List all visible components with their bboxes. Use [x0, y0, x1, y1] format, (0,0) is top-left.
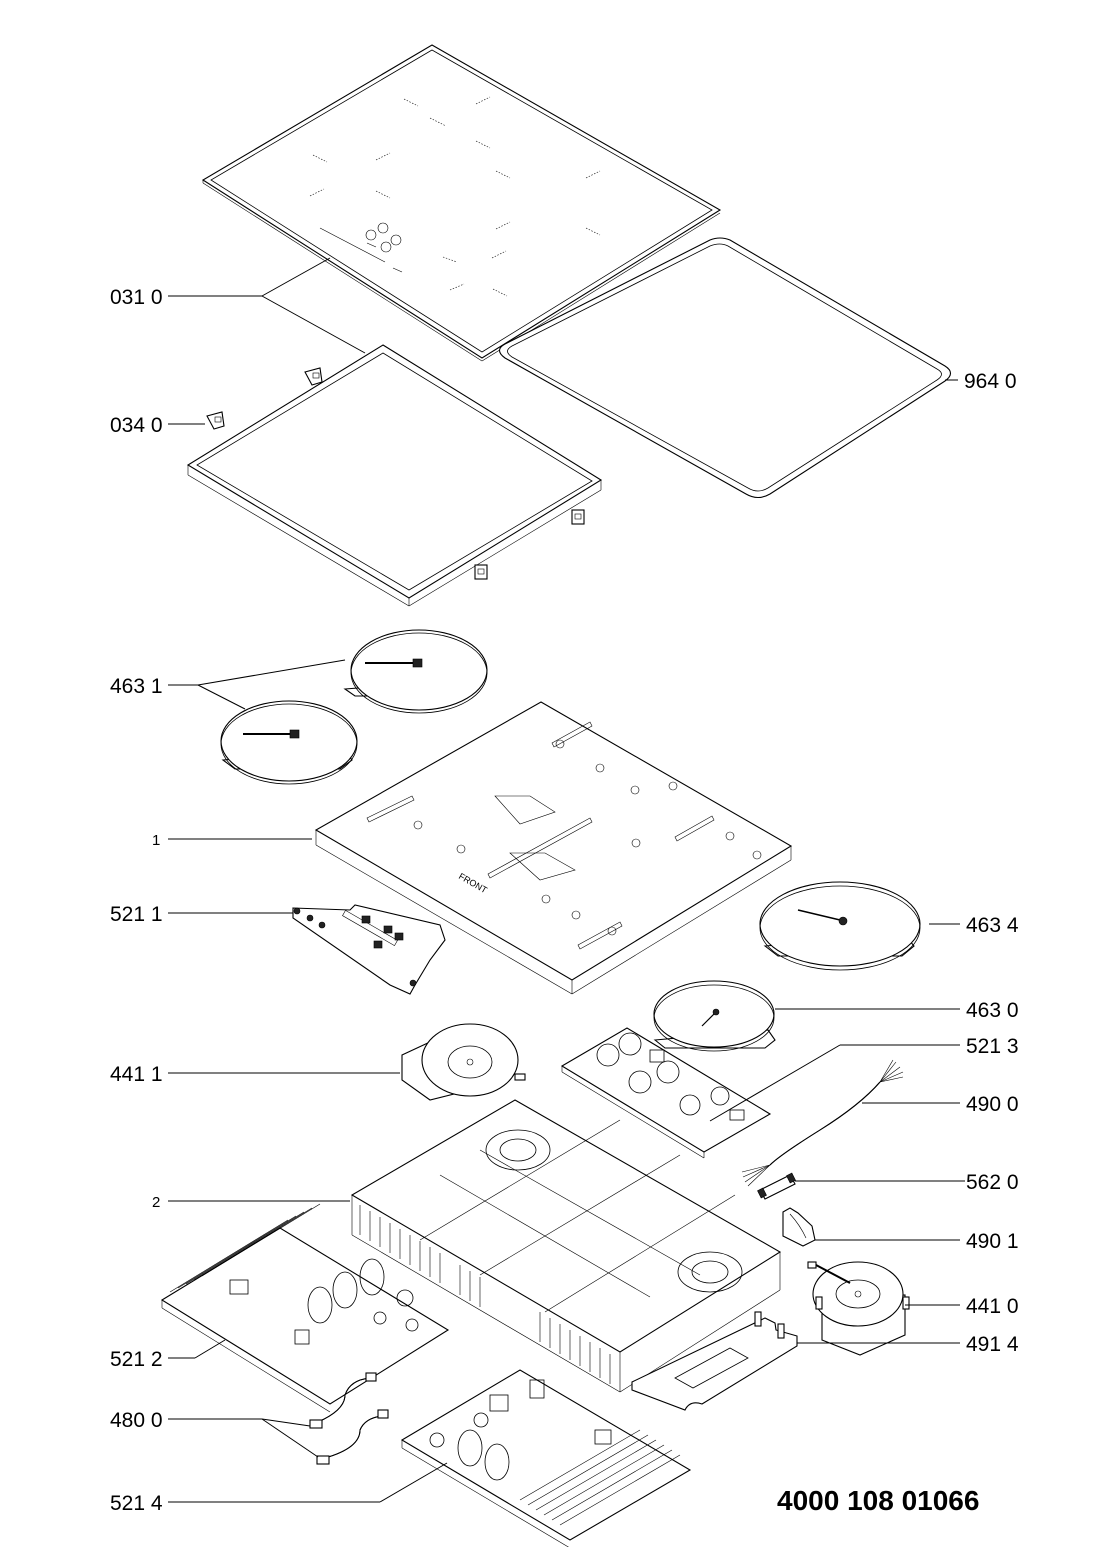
label-490-1: 490 1: [966, 1230, 1019, 1253]
part-induction-coil-small[interactable]: [653, 980, 776, 1052]
label-521-4: 521 4: [110, 1492, 163, 1515]
part-power-board-2[interactable]: [160, 1203, 450, 1413]
part-induction-coil-large[interactable]: [759, 881, 921, 971]
clip-3: [571, 509, 585, 525]
clip-1: [304, 367, 323, 386]
label-491-4: 491 4: [966, 1333, 1019, 1356]
label-562-0: 562 0: [966, 1171, 1019, 1194]
label-964-0: 964 0: [964, 370, 1017, 393]
document-number: 4000 108 01066: [777, 1485, 979, 1516]
label-034-0: 034 0: [110, 414, 163, 437]
part-fuse[interactable]: [757, 1172, 796, 1200]
part-frame[interactable]: [186, 344, 603, 607]
touch-control-panel: [319, 222, 403, 273]
label-1: 1: [152, 832, 160, 849]
part-control-board[interactable]: [292, 904, 446, 995]
part-sealing-gasket[interactable]: [498, 237, 952, 499]
part-cable-clamp[interactable]: [782, 1207, 816, 1247]
label-441-0: 441 0: [966, 1295, 1019, 1318]
label-031-0: 031 0: [110, 286, 163, 309]
part-cooling-fan-0[interactable]: [807, 1261, 910, 1356]
label-463-4: 463 4: [966, 914, 1019, 937]
part-filter-board[interactable]: [560, 1027, 772, 1159]
coil-lower: [220, 700, 358, 785]
part-support-chassis[interactable]: FRONT: [314, 701, 793, 995]
label-480-0: 480 0: [110, 1409, 163, 1432]
label-521-3: 521 3: [966, 1035, 1019, 1058]
part-ribbon-cables[interactable]: [309, 1372, 389, 1465]
part-terminal-cover[interactable]: [631, 1311, 798, 1411]
label-521-2: 521 2: [110, 1348, 163, 1371]
clip-4: [474, 564, 488, 580]
part-fixing-clips[interactable]: [206, 367, 585, 580]
part-induction-coil-pair[interactable]: [220, 629, 488, 785]
label-490-0: 490 0: [966, 1093, 1019, 1116]
label-463-0: 463 0: [966, 999, 1019, 1022]
leader-lines: [168, 257, 965, 1503]
label-2: 2: [152, 1194, 160, 1211]
part-power-cable[interactable]: [741, 1059, 904, 1187]
part-power-board-4[interactable]: [400, 1369, 692, 1547]
clip-2: [206, 411, 225, 430]
part-cooling-fan-1[interactable]: [401, 1023, 526, 1101]
label-521-1: 521 1: [110, 903, 163, 926]
coil-upper: [343, 629, 488, 714]
label-463-1: 463 1: [110, 675, 163, 698]
part-labels: 031 0 034 0 964 0 463 1 1 521 1 463 4 46…: [110, 286, 1019, 1515]
cooking-zone-markings: [309, 96, 601, 297]
label-441-1: 441 1: [110, 1063, 163, 1086]
